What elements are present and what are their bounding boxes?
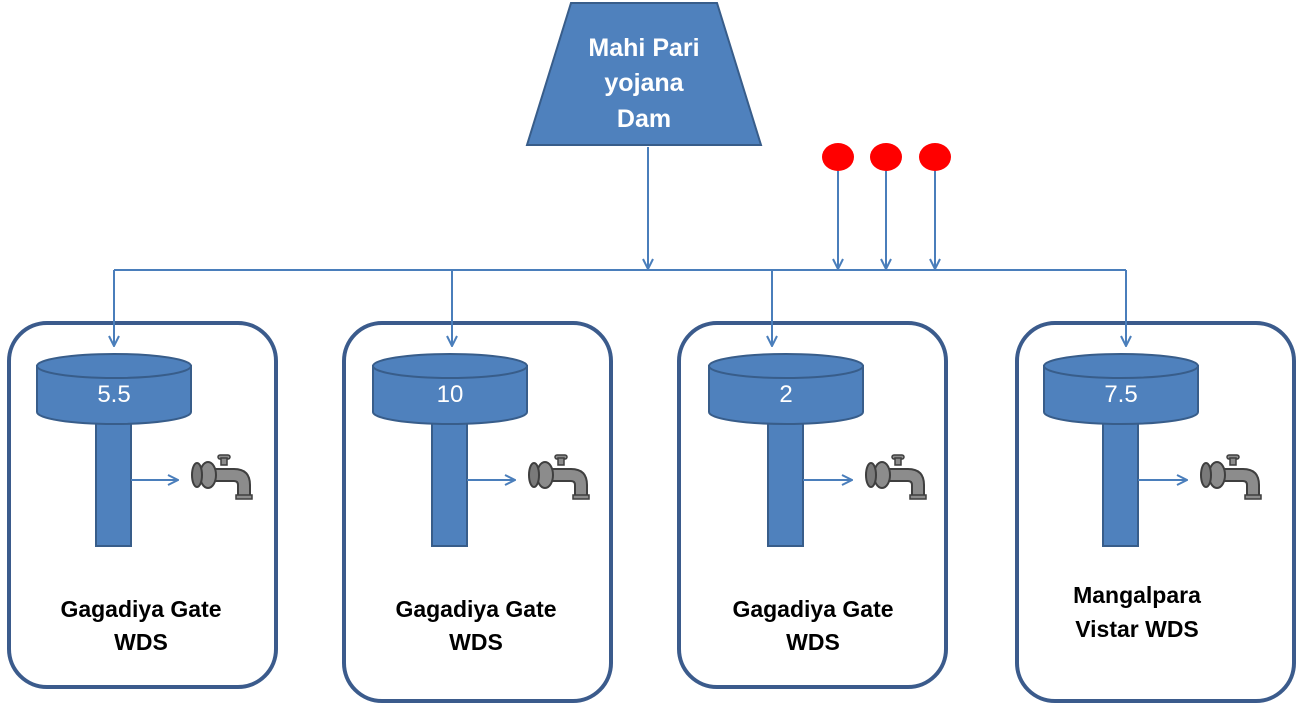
tank-icon	[36, 353, 192, 547]
station-name-line-2: WDS	[114, 629, 168, 655]
source-dot	[919, 143, 951, 171]
station-name-line-1: Gagadiya Gate	[60, 596, 221, 622]
station-2: 10 Gagadiya Gate WDS	[342, 270, 613, 703]
supply-sources	[822, 143, 951, 269]
dam-label-line-2: yojana	[604, 69, 684, 97]
tank-capacity: 10	[437, 381, 464, 408]
station-name-line-1: Gagadiya Gate	[395, 596, 556, 622]
station-name-line-2: Vistar WDS	[1075, 616, 1199, 642]
tank-capacity: 5.5	[97, 381, 130, 408]
tank-capacity: 7.5	[1104, 381, 1137, 408]
dam: Mahi Pari yojana Dam	[525, 2, 763, 146]
station-1: 5.5 Gagadiya Gate WDS	[7, 270, 278, 689]
station-name-line-2: WDS	[449, 629, 503, 655]
source-dot	[870, 143, 902, 171]
dam-label-line-3: Dam	[617, 105, 671, 133]
station-name-line-1: Gagadiya Gate	[732, 596, 893, 622]
tank-icon	[372, 353, 528, 547]
dam-label-line-1: Mahi Pari	[588, 34, 699, 62]
station-3: 2 Gagadiya Gate WDS	[677, 270, 948, 689]
dam-shape	[525, 2, 763, 146]
station-name-line-1: Mangalpara	[1073, 582, 1201, 608]
tank-capacity: 2	[779, 381, 792, 408]
station-name-line-2: WDS	[786, 629, 840, 655]
station-4: 7.5 Mangalpara Vistar WDS	[1015, 270, 1296, 703]
source-dot	[822, 143, 854, 171]
tank-icon	[708, 353, 864, 547]
